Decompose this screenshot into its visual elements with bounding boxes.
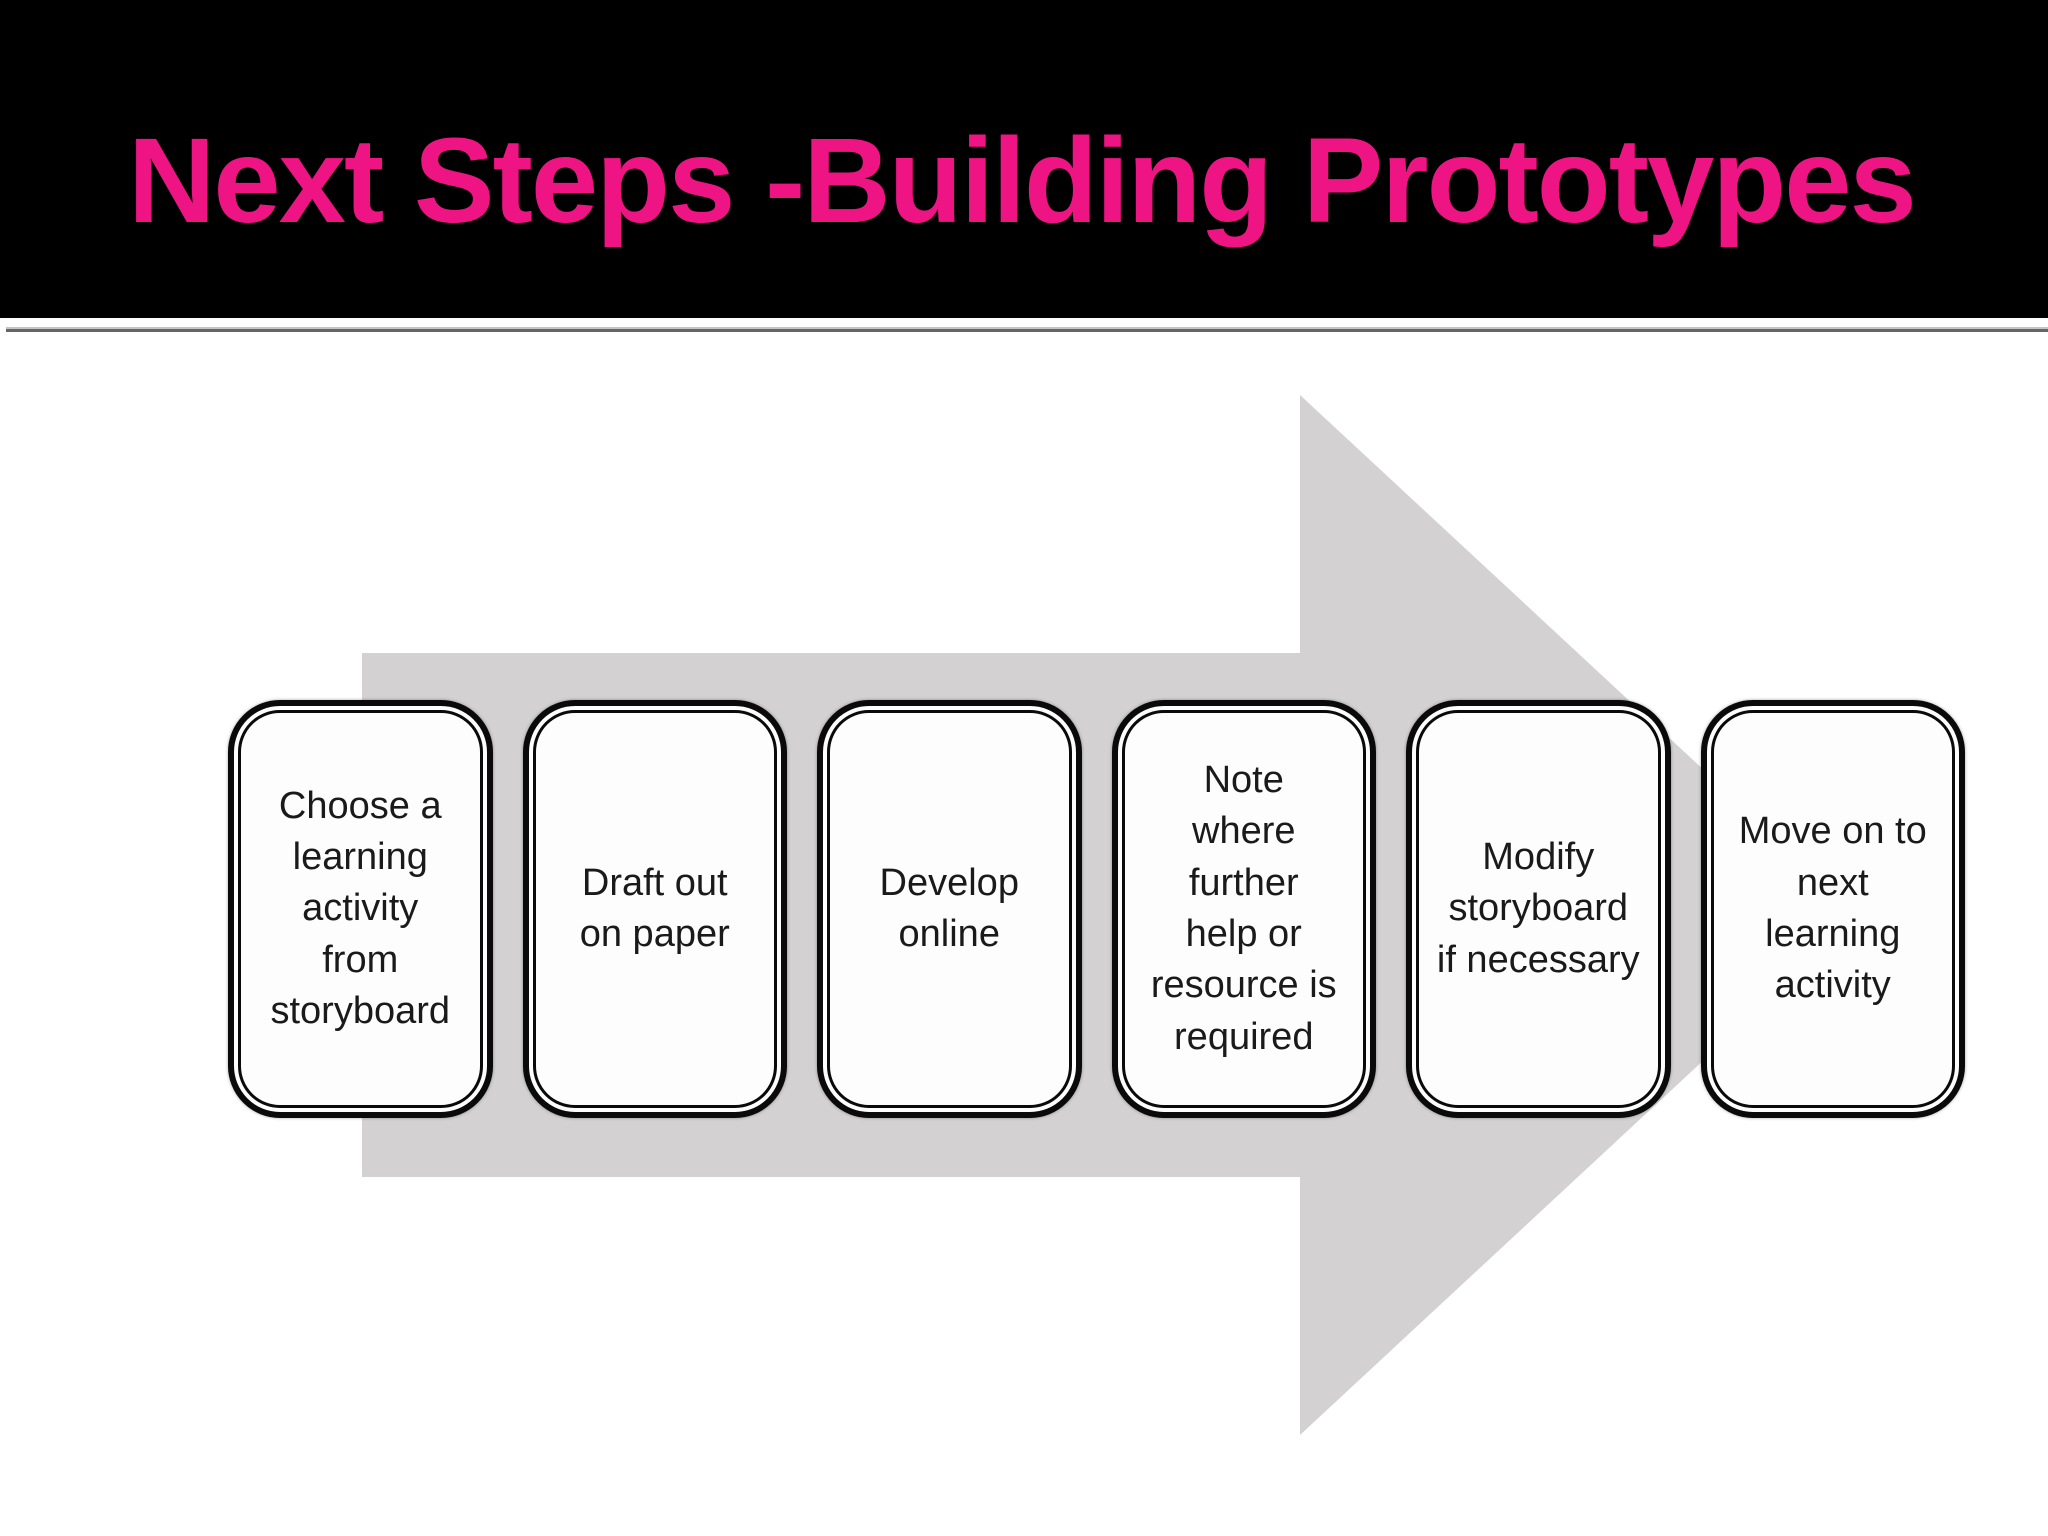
process-step-box: Note where further help or resource is r… [1111, 700, 1376, 1118]
process-steps-row: Choose a learning activity from storyboa… [228, 700, 1965, 1118]
process-step-inner-frame: Move on to next learning activity [1710, 710, 1955, 1108]
process-step-box: Develop online [817, 700, 1082, 1118]
process-step-label: Modify storyboard if necessary [1436, 836, 1640, 981]
slide-title: Next Steps -Building Prototypes [128, 112, 1917, 248]
process-step-label: Choose a learning activity from storyboa… [270, 784, 451, 1032]
process-step-inner-frame: Choose a learning activity from storyboa… [238, 710, 483, 1108]
process-step-box: Modify storyboard if necessary [1406, 700, 1671, 1118]
process-step-inner-frame: Draft out on paper [532, 710, 777, 1108]
header-divider [6, 327, 2048, 332]
process-step-inner-frame: Note where further help or resource is r… [1121, 710, 1366, 1108]
process-step-inner-frame: Develop online [827, 710, 1072, 1108]
title-bar: Next Steps -Building Prototypes [0, 0, 2048, 318]
process-step-inner-frame: Modify storyboard if necessary [1416, 710, 1661, 1108]
process-step-box: Draft out on paper [522, 700, 787, 1118]
right-arrow-icon [362, 395, 1860, 1435]
process-step-label: Note where further help or resource is r… [1150, 759, 1337, 1058]
process-step-label: Move on to next learning activity [1738, 810, 1927, 1007]
process-step-label: Draft out on paper [579, 861, 730, 955]
process-step-box: Choose a learning activity from storyboa… [228, 700, 493, 1118]
process-step-box: Move on to next learning activity [1700, 700, 1965, 1118]
process-step-label: Develop online [879, 861, 1019, 955]
